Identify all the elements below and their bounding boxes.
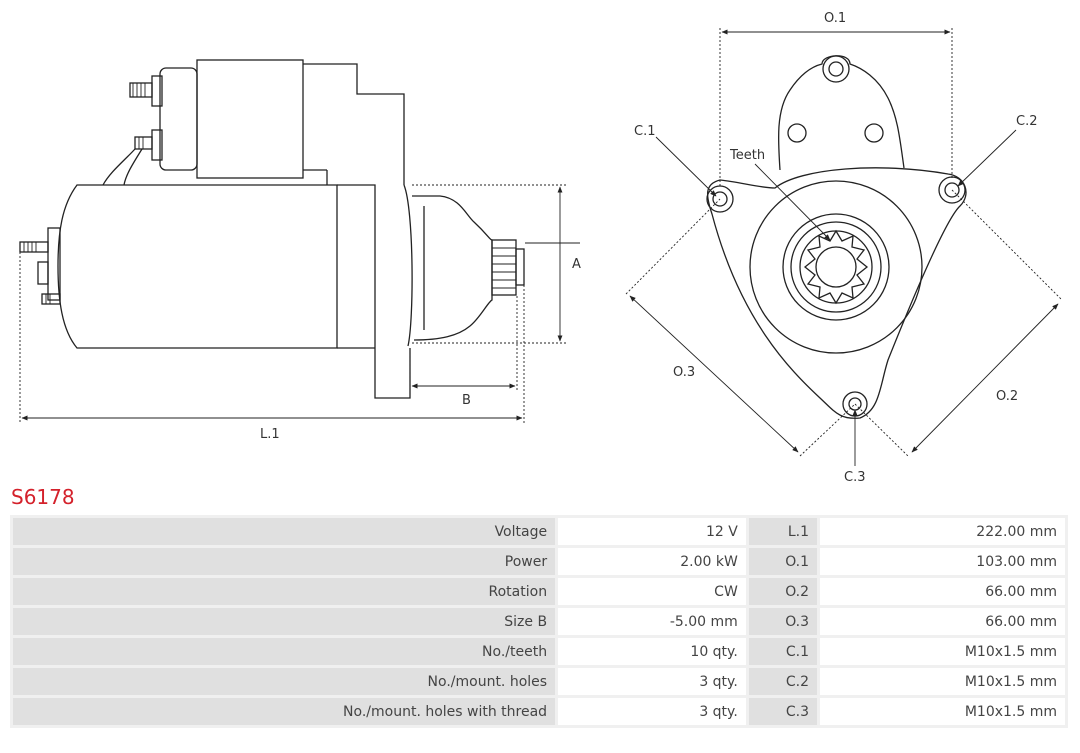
dimension-label: C.1 <box>748 638 818 665</box>
dimension-label: L.1 <box>748 518 818 545</box>
spec-value: CW <box>558 578 746 605</box>
dimension-value: 222.00 mm <box>820 518 1065 545</box>
dimension-value: 66.00 mm <box>820 608 1065 635</box>
dim-label-b: B <box>462 393 471 408</box>
spec-label: No./mount. holes with thread <box>13 698 556 725</box>
spec-label: Size B <box>13 608 556 635</box>
dimension-label: O.1 <box>748 548 818 575</box>
part-number-title: S6178 <box>11 485 75 509</box>
dimension-label: C.3 <box>748 698 818 725</box>
spec-label: Rotation <box>13 578 556 605</box>
spec-label: No./mount. holes <box>13 668 556 695</box>
dimension-value: 103.00 mm <box>820 548 1065 575</box>
spec-value: 2.00 kW <box>558 548 746 575</box>
dim-label-c3: C.3 <box>844 470 865 485</box>
spec-label: Voltage <box>13 518 556 545</box>
dimension-label: O.3 <box>748 608 818 635</box>
dimension-label: O.2 <box>748 578 818 605</box>
dimension-value: 66.00 mm <box>820 578 1065 605</box>
dimension-value: M10x1.5 mm <box>820 638 1065 665</box>
dim-label-teeth: Teeth <box>729 148 765 163</box>
technical-drawing: A B L.1 <box>19 11 1063 485</box>
dimension-label: C.2 <box>748 668 818 695</box>
dim-label-c1: C.1 <box>634 124 655 139</box>
dim-label-o1: O.1 <box>824 11 846 26</box>
spec-label: Power <box>13 548 556 575</box>
spec-value: 12 V <box>558 518 746 545</box>
dim-label-l1: L.1 <box>260 427 280 442</box>
dim-label-a: A <box>572 257 581 272</box>
front-view: O.1 C.1 C.2 Teeth O.3 O.2 C.3 <box>625 11 1063 485</box>
spec-value: -5.00 mm <box>558 608 746 635</box>
dim-label-c2: C.2 <box>1016 114 1037 129</box>
dim-label-o2: O.2 <box>996 389 1018 404</box>
spec-value: 10 qty. <box>558 638 746 665</box>
spec-value: 3 qty. <box>558 668 746 695</box>
dimension-value: M10x1.5 mm <box>820 668 1065 695</box>
spec-label: No./teeth <box>13 638 556 665</box>
side-view: A B L.1 <box>19 59 581 442</box>
spec-value: 3 qty. <box>558 698 746 725</box>
dimension-value: M10x1.5 mm <box>820 698 1065 725</box>
dim-label-o3: O.3 <box>673 365 695 380</box>
